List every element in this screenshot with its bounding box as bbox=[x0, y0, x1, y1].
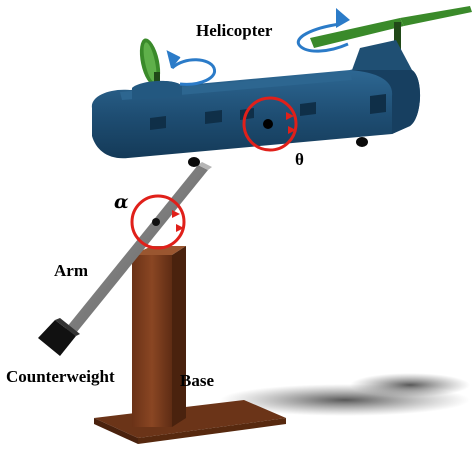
alpha-pivot-indicator bbox=[130, 194, 186, 250]
helicopter-body bbox=[91, 40, 421, 167]
counterweight-block bbox=[38, 318, 80, 356]
front-rotor-rotation-arrow bbox=[296, 8, 350, 53]
theta-label: θ bbox=[295, 150, 304, 169]
rear-rotor-rotation-arrow bbox=[166, 50, 216, 86]
ground-shadow bbox=[220, 373, 470, 416]
alpha-label: α bbox=[114, 191, 129, 213]
arm bbox=[62, 162, 212, 338]
counterweight-label: Counterweight bbox=[6, 367, 115, 386]
theta-pivot-indicator bbox=[242, 96, 298, 152]
base-post bbox=[132, 246, 186, 427]
base-plate bbox=[94, 400, 286, 444]
base-label: Base bbox=[180, 371, 214, 390]
arm-label: Arm bbox=[54, 261, 88, 280]
front-rotor bbox=[310, 6, 472, 52]
helicopter-label: Helicopter bbox=[196, 21, 273, 40]
